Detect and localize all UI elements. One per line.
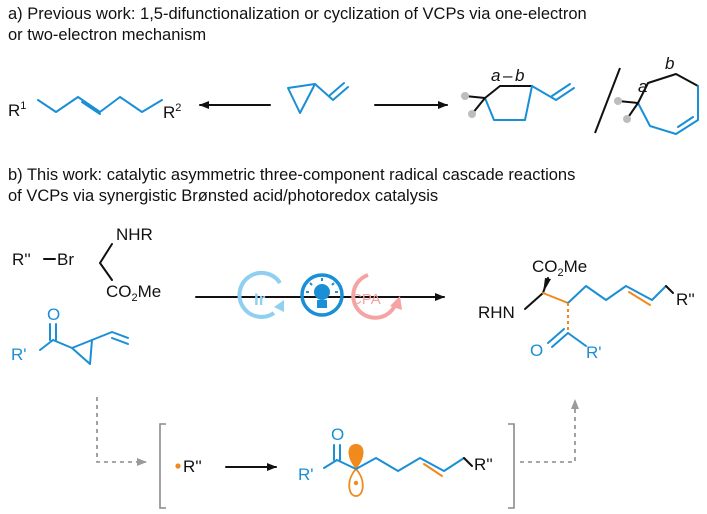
chain-to-r-bond (665, 285, 674, 294)
r1-label: R1 (8, 100, 26, 120)
glycine-bonds (99, 243, 113, 281)
r2-label: R2 (163, 102, 181, 122)
intermediate-r-prime-label: R' (298, 465, 314, 484)
product-ester-label: CO2Me (532, 257, 587, 279)
atom-b-label: b (515, 66, 524, 85)
acyl-cp-bond (52, 339, 73, 349)
glycine-ester: NHR CO2Me (99, 225, 161, 304)
light-bulb-icon (300, 273, 344, 317)
int-acyl-r-bond (323, 459, 338, 469)
bromine-label: Br (57, 250, 74, 269)
separator-slash (594, 67, 621, 134)
ring7-b-label: b (665, 54, 674, 73)
alkyl-bromide: R'' Br (12, 250, 74, 269)
product-amine-label: RHN (478, 303, 515, 322)
vinyl-group (314, 83, 349, 101)
bulb-rays (306, 278, 338, 293)
product-double-bond (628, 291, 651, 306)
acyl-cyclopropane (71, 339, 93, 365)
acyl-r-label: R' (11, 345, 27, 364)
atom-a-label: a (491, 66, 500, 85)
new-cc-bond (542, 292, 569, 304)
ring7-dot-1 (614, 97, 622, 105)
bulb-base (317, 300, 327, 308)
product-vinyl-double (551, 83, 571, 97)
iridium-catalyst-icon: Ir (237, 270, 284, 319)
cpa-cycle-head (390, 296, 402, 310)
dashed-flow-out (520, 399, 579, 463)
n-c-bond (524, 292, 544, 310)
int-double-bond (423, 463, 443, 477)
ester-label: CO2Me (106, 282, 161, 304)
stereo-wedge (543, 278, 551, 293)
section-b-title-line1: b) This work: catalytic asymmetric three… (8, 166, 576, 184)
ring7-blue-bonds (637, 85, 699, 135)
p-orbital-upper (348, 444, 364, 469)
product-oxygen-label: O (530, 341, 543, 360)
product: CO2Me RHN R'' O R' (478, 257, 695, 362)
intermediate-oxygen-label: O (331, 425, 344, 444)
ring-ab-bond (484, 85, 533, 99)
acyl-vinyl (91, 331, 129, 341)
alkyl-radical: R'' (175, 457, 202, 476)
radical-r-label: R'' (183, 457, 202, 476)
acyl-r-bond (39, 339, 54, 351)
cyclopropane-ring (287, 83, 316, 114)
bulb-glass (314, 284, 330, 300)
ring7-double-bond (677, 116, 694, 128)
ring-blue-bonds (484, 85, 533, 121)
product-carbonyl-2 (547, 328, 565, 344)
vinyl-double-bond (328, 82, 345, 97)
ring7-dot-2 (623, 115, 631, 123)
acyl-vinyl-double (111, 337, 129, 345)
section-a-title-line1: a) Previous work: 1,5-difunctionalizatio… (8, 5, 587, 23)
ring7-a-label: a (638, 77, 647, 96)
gem-dot-1 (461, 92, 469, 100)
gem-dot-2 (468, 110, 476, 118)
radical-intermediate: O R' R'' (298, 425, 493, 497)
product-carbonyl-1 (551, 332, 569, 348)
vinylcyclopropane (287, 82, 349, 114)
radical-dot (175, 463, 181, 469)
radical-electron (353, 480, 359, 486)
product-r-prime-label: R' (586, 343, 602, 362)
chain-bond (37, 96, 163, 113)
right-bracket (508, 423, 515, 509)
section-b-title-line2: of VCPs via synergistic Brønsted acid/ph… (8, 187, 439, 205)
cpa-label: CPA (351, 291, 381, 308)
product-chain (567, 285, 667, 304)
cyclopentane-product: a – b (461, 66, 575, 121)
dashed-flow-in (96, 397, 147, 466)
ir-label: Ir (254, 290, 266, 309)
int-chain (355, 457, 465, 472)
alkyl-r-label: R'' (12, 250, 31, 269)
cycloheptene-product: a b (614, 54, 699, 135)
product-vinyl (531, 85, 575, 101)
product-r-double-prime-label: R'' (676, 290, 695, 309)
cpa-catalyst-icon: CPA (351, 273, 402, 320)
difunctionalized-product: R1 R2 (8, 96, 181, 122)
ir-cycle-head (274, 300, 284, 312)
int-chain-r-bond (463, 457, 473, 467)
cpa-cycle-arc (351, 273, 398, 320)
product-acyl-bond (567, 332, 587, 347)
int-carbonyl-c-bond (336, 459, 357, 470)
section-a-title-line2: or two-electron mechanism (8, 26, 207, 44)
acyl-vinylcyclopropane: O R' (11, 305, 129, 365)
chain-double-bond (81, 101, 101, 115)
intermediate-r-double-prime-label: R'' (474, 455, 493, 474)
amine-label: NHR (116, 225, 153, 244)
ring7-black-bonds (637, 73, 699, 104)
left-bracket (159, 423, 166, 509)
acyl-oxygen-label: O (47, 305, 60, 324)
bulb-cycle (300, 273, 344, 317)
ab-dash: – (503, 66, 513, 85)
ir-cycle-arc (237, 270, 282, 319)
